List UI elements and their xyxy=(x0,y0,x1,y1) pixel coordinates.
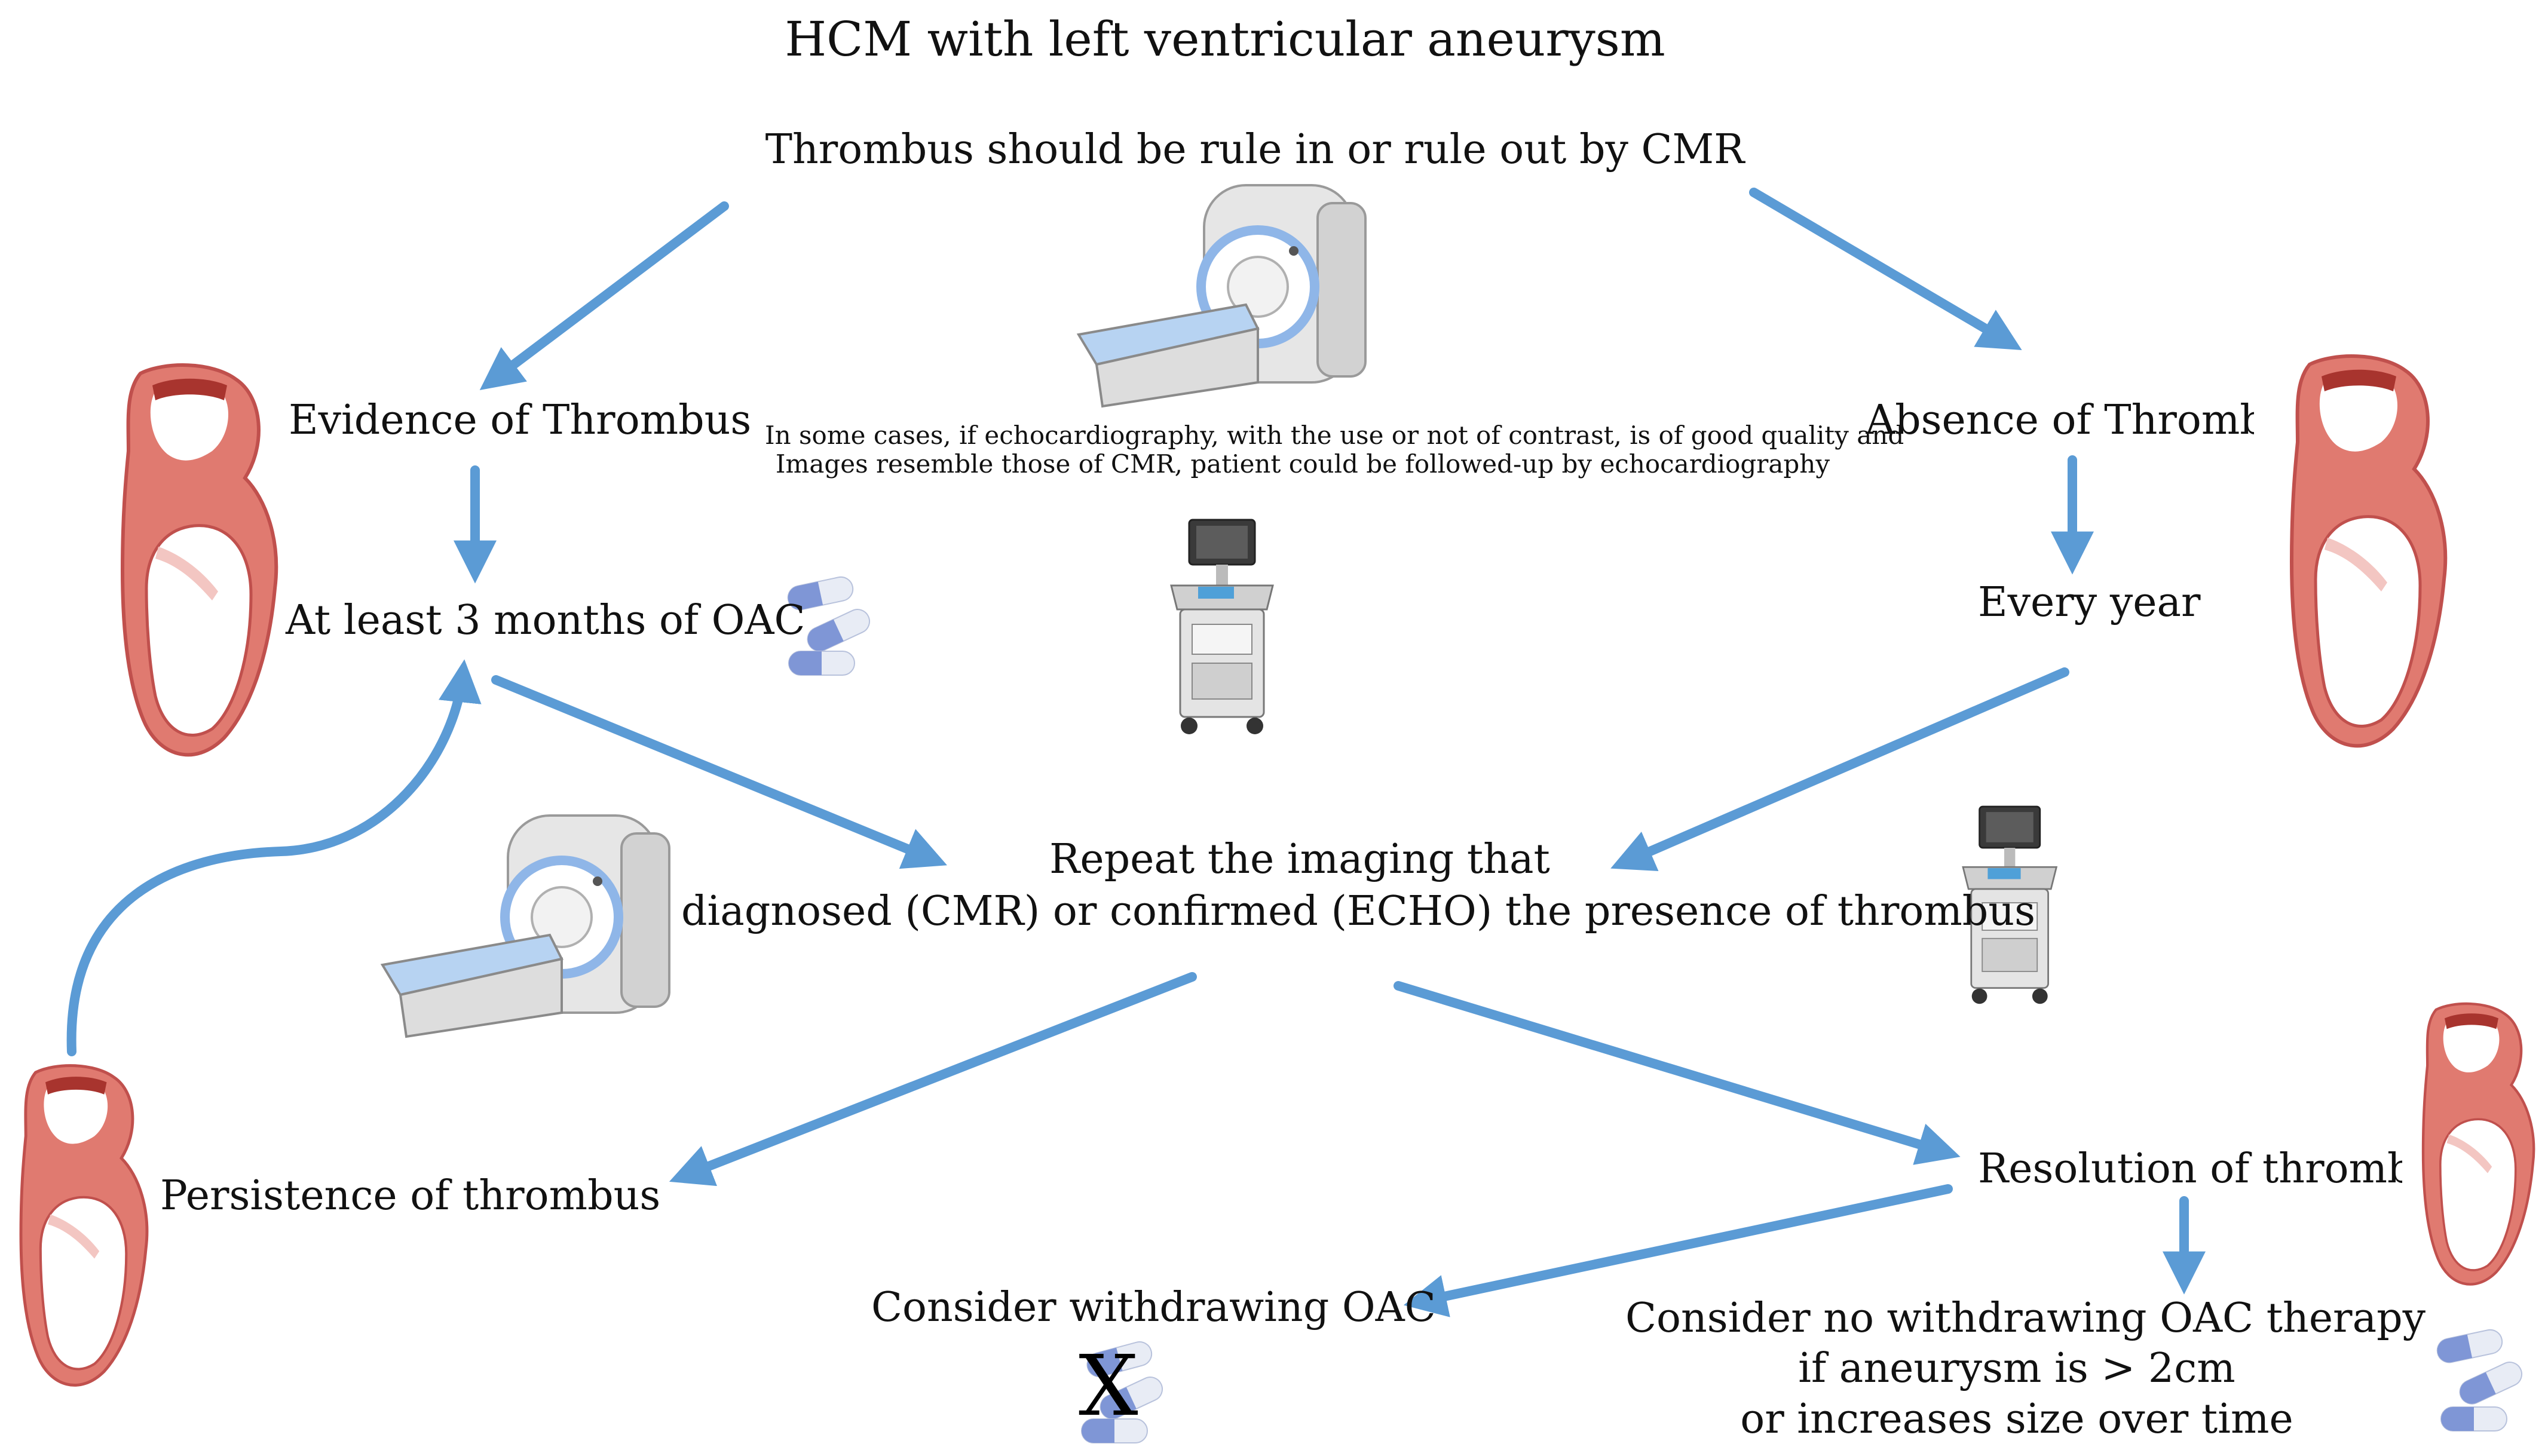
no-withdraw-line-1: Consider no withdrawing OAC therapy xyxy=(1625,1295,2426,1342)
heart-aneurysm-icon xyxy=(2423,1004,2534,1285)
mri-scanner-icon xyxy=(382,816,669,1037)
arrow-every-year-to-repeat xyxy=(1610,667,2069,872)
heart-aneurysm-icon xyxy=(122,365,276,755)
node-absence-of-thrombus: Absence of Thrombus xyxy=(1866,397,2254,444)
arrow-repeat-to-resolution xyxy=(1394,981,1961,1165)
arrow-repeat-to-persistence xyxy=(669,972,1197,1187)
diagram-title: HCM with left ventricular aneurysm xyxy=(785,11,1665,67)
arrow-oac-to-repeat xyxy=(491,675,947,869)
ultrasound-machine-icon xyxy=(1170,519,1274,735)
node-repeat-imaging: Repeat the imaging that diagnosed (CMR) … xyxy=(681,833,2036,937)
cross-mark: X xyxy=(1079,1338,1138,1435)
node-at-least-3-months-oac: At least 3 months of OAC xyxy=(286,597,806,644)
mri-scanner-icon xyxy=(1079,185,1365,406)
node-persistence-of-thrombus: Persistence of thrombus xyxy=(160,1172,661,1219)
repeat-imaging-line-1: Repeat the imaging that xyxy=(1049,836,1550,883)
flow-arrows xyxy=(66,188,2206,1317)
heart-aneurysm-icon xyxy=(21,1066,147,1386)
heart-aneurysm-icon xyxy=(2292,356,2445,746)
echo-note: In some cases, if echocardiography, with… xyxy=(765,421,1904,479)
node-resolution-of-thrombus: Resolution of thrombus xyxy=(1978,1146,2402,1193)
no-withdraw-line-2: if aneurysm is > 2cm xyxy=(1798,1345,2235,1393)
node-every-year: Every year xyxy=(1978,579,2201,626)
node-consider-no-withdrawing-oac: Consider no withdrawing OAC therapy if a… xyxy=(1625,1293,2426,1445)
no-withdraw-line-3: or increases size over time xyxy=(1740,1395,2293,1443)
arrow-persistence-loop-to-oac xyxy=(66,659,482,1056)
repeat-imaging-line-2: diagnosed (CMR) or confirmed (ECHO) the … xyxy=(681,888,2036,936)
pills-icon xyxy=(2434,1327,2526,1432)
arrow-cmr-to-absence xyxy=(1749,188,2022,350)
echo-note-line-2: Images resemble those of CMR, patient co… xyxy=(775,449,1830,479)
node-consider-withdrawing-oac: Consider withdrawing OAC xyxy=(871,1284,1436,1331)
echo-note-line-1: In some cases, if echocardiography, with… xyxy=(765,421,1904,450)
arrow-resolution-to-withdraw xyxy=(1403,1184,1953,1317)
node-evidence-of-thrombus: Evidence of Thrombus xyxy=(289,397,752,444)
node-cmr-rule: Thrombus should be rule in or rule out b… xyxy=(765,126,1745,173)
arrow-cmr-to-evidence xyxy=(479,201,729,390)
